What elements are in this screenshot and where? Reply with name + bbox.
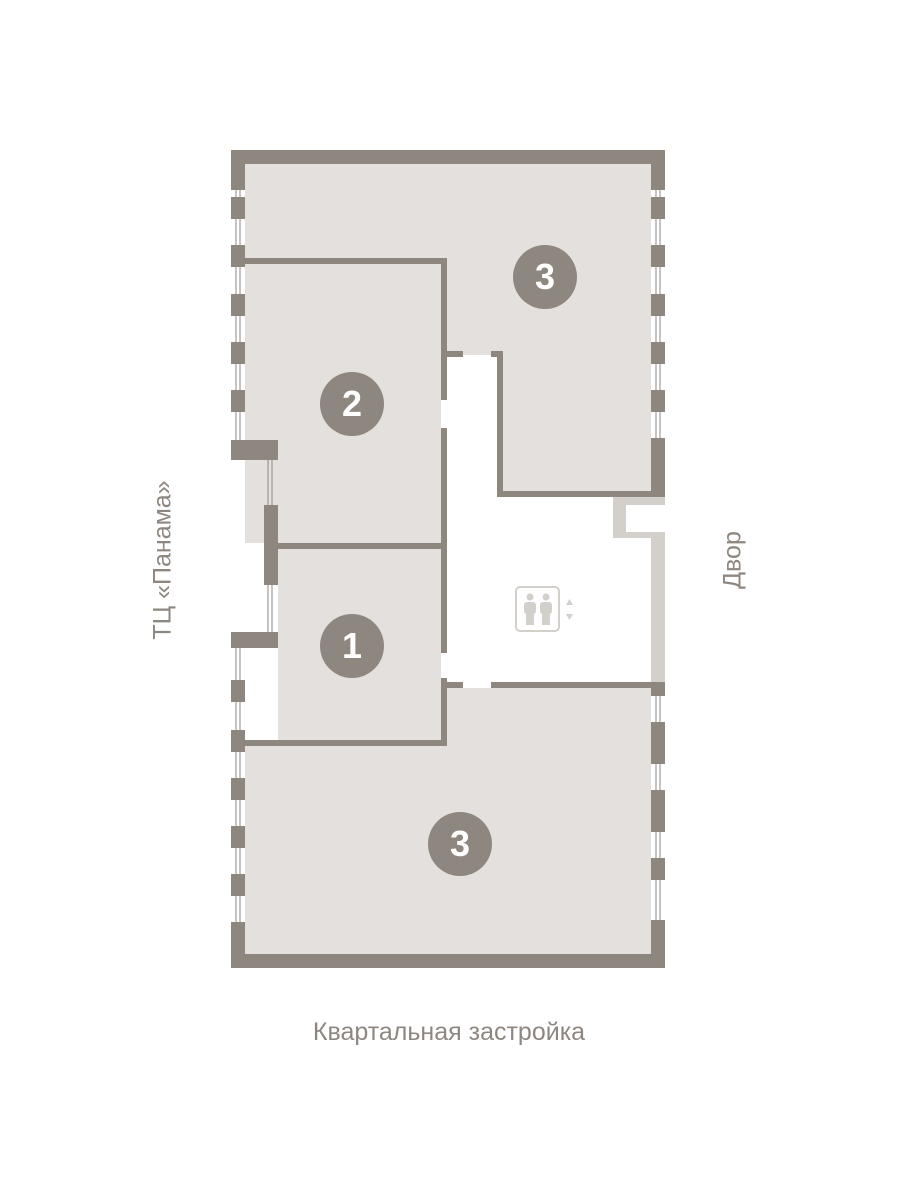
elevator-icon [515, 586, 573, 632]
block-development-label: Квартальная застройка [312, 1018, 586, 1046]
stair-outline [613, 497, 665, 682]
mall-label: ТЦ «Панама» [148, 480, 177, 640]
courtyard-label: Двор [718, 531, 747, 589]
apartment-1-badge[interactable]: 1 [320, 614, 384, 678]
walls [231, 150, 665, 968]
apartment-3-top-badge[interactable]: 3 [513, 245, 577, 309]
apartment-3-bottom-badge[interactable]: 3 [428, 812, 492, 876]
apartment-2-badge[interactable]: 2 [320, 372, 384, 436]
